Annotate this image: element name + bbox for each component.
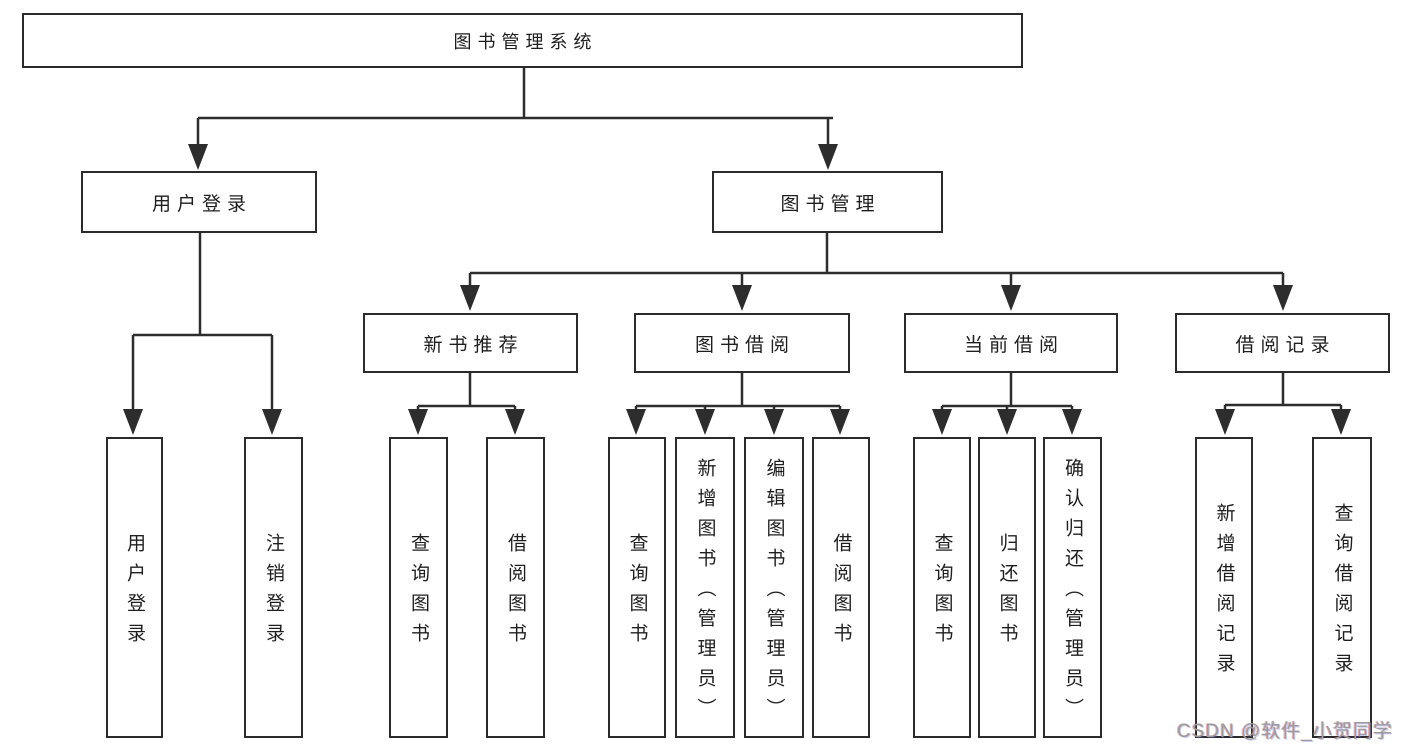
leaf-borrow-edit-book-admin: 编辑图书（管理员） (744, 437, 804, 738)
leaf-newbooks-borrow-books: 借阅图书 (486, 437, 545, 738)
leaf-newbooks-query-books: 查询图书 (389, 437, 448, 738)
node-book-mgmt: 图书管理 (712, 171, 943, 233)
node-new-book-recommend: 新书推荐 (363, 313, 578, 373)
node-root: 图书管理系统 (22, 13, 1023, 68)
leaf-records-add-record: 新增借阅记录 (1195, 437, 1253, 738)
node-borrow-records: 借阅记录 (1175, 313, 1390, 373)
csdn-watermark: CSDN @软件_小贺同学 (1177, 721, 1393, 742)
leaf-borrow-query-books: 查询图书 (608, 437, 666, 738)
leaf-current-query-books: 查询图书 (913, 437, 971, 738)
leaf-logout: 注销登录 (244, 437, 303, 738)
leaf-records-query-record: 查询借阅记录 (1312, 437, 1372, 738)
leaf-borrow-add-book-admin: 新增图书（管理员） (675, 437, 735, 738)
leaf-current-return-book: 归还图书 (978, 437, 1036, 738)
leaf-borrow-borrow-books: 借阅图书 (812, 437, 870, 738)
node-book-borrow: 图书借阅 (634, 313, 850, 373)
leaf-current-confirm-return-admin: 确认归还（管理员） (1043, 437, 1102, 738)
node-current-borrow: 当前借阅 (904, 313, 1118, 373)
leaf-user-login-action: 用户登录 (106, 437, 163, 738)
node-user-login: 用户登录 (81, 171, 317, 233)
